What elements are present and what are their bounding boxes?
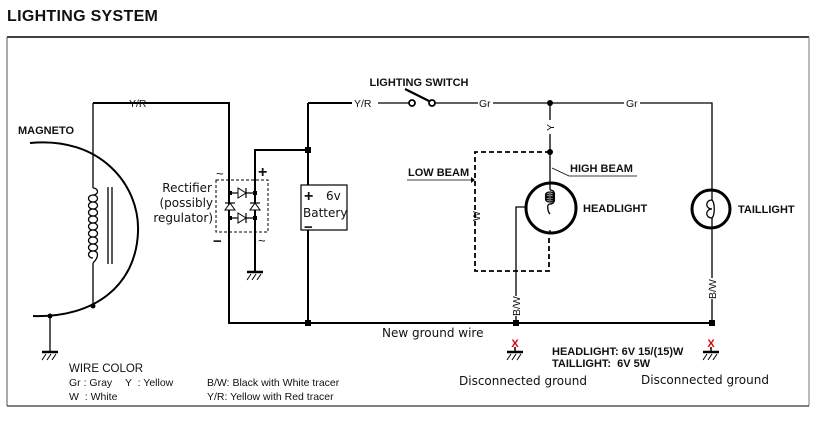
wire-label-taillight-gr: Gr <box>626 98 638 110</box>
high-beam-label: HIGH BEAM <box>570 163 633 175</box>
rectifier <box>215 149 308 272</box>
diode-icon <box>237 212 247 224</box>
rectifier-ac-bottom: ~ <box>258 233 266 248</box>
rectifier-ac-top: ~ <box>216 166 224 181</box>
wire-label-headlight-bw: B/W <box>511 296 523 316</box>
ground-icon <box>506 350 523 361</box>
low-beam-label: LOW BEAM <box>408 167 469 179</box>
lighting-switch-label: LIGHTING SWITCH <box>370 77 469 89</box>
battery <box>300 184 348 231</box>
wire-label-magneto-yr: Y/R <box>129 98 147 110</box>
wire-label-battery-yr: Y/R <box>354 98 372 110</box>
magneto-coil-icon <box>87 187 99 264</box>
battery-minus: − <box>304 219 313 236</box>
disconnected-x-icon: X <box>707 338 715 350</box>
diode-icon <box>249 202 261 211</box>
high-beam-leader <box>551 167 637 177</box>
new-ground-wire-label: New ground wire <box>382 326 483 340</box>
frame <box>6 36 810 407</box>
battery-plus: + <box>304 188 313 205</box>
wire-label-switch-gr: Gr <box>479 98 491 110</box>
diode-icon <box>224 202 236 211</box>
ground-icon <box>702 350 719 361</box>
headlight-bulb-icon <box>524 181 578 235</box>
wire-label-taillight-bw: B/W <box>707 279 719 299</box>
legend-heading: WIRE COLOR <box>69 363 143 375</box>
disconnected-ground-label-taillight: Disconnected ground <box>641 373 769 387</box>
magneto-label: MAGNETO <box>18 125 74 137</box>
rectifier-label-line2: (possibly <box>159 196 213 210</box>
headlight-disconnected-ground: X <box>506 338 523 361</box>
headlight-label: HEADLIGHT <box>583 203 647 215</box>
wire-label-y: Y <box>545 124 557 131</box>
spec-taillight: TAILLIGHT: 6V 5W <box>552 358 651 370</box>
diagram-title: LIGHTING SYSTEM <box>7 8 159 25</box>
taillight-bulb-icon <box>690 188 732 230</box>
rectifier-label-line3: regulator) <box>153 211 213 225</box>
battery-voltage: 6v <box>326 189 341 203</box>
taillight-label: TAILLIGHT <box>738 204 795 216</box>
legend-entry-bw: B/W: Black with White tracer <box>207 377 340 389</box>
lighting-switch <box>404 88 436 107</box>
magneto <box>29 103 140 352</box>
battery-label: Battery <box>303 206 347 220</box>
legend-entry-w: W : White <box>69 391 118 403</box>
legend-entry-y: Y : Yellow <box>125 377 174 389</box>
magneto-ground-icon <box>41 350 58 361</box>
legend-entry-gr: Gr : Gray <box>69 377 113 389</box>
rectifier-label-line1: Rectifier <box>162 181 212 195</box>
wire-label-w: W <box>471 211 483 221</box>
rectifier-ground-icon <box>246 270 263 281</box>
disconnected-x-icon: X <box>511 338 519 350</box>
rectifier-plus: + <box>258 164 267 181</box>
disconnected-ground-label-headlight: Disconnected ground <box>459 374 587 388</box>
low-beam-arrow-icon <box>407 177 475 183</box>
taillight-disconnected-ground: X <box>702 338 719 361</box>
spec-headlight: HEADLIGHT: 6V 15/(15)W <box>552 346 684 358</box>
wire-color-legend: WIRE COLOR Gr : Gray Y : Yellow W : Whit… <box>69 363 340 403</box>
legend-entry-yr: Y/R: Yellow with Red tracer <box>207 391 334 403</box>
diode-icon <box>237 187 247 199</box>
low-beam-dashed-path <box>474 151 550 272</box>
rectifier-minus: − <box>213 233 222 250</box>
